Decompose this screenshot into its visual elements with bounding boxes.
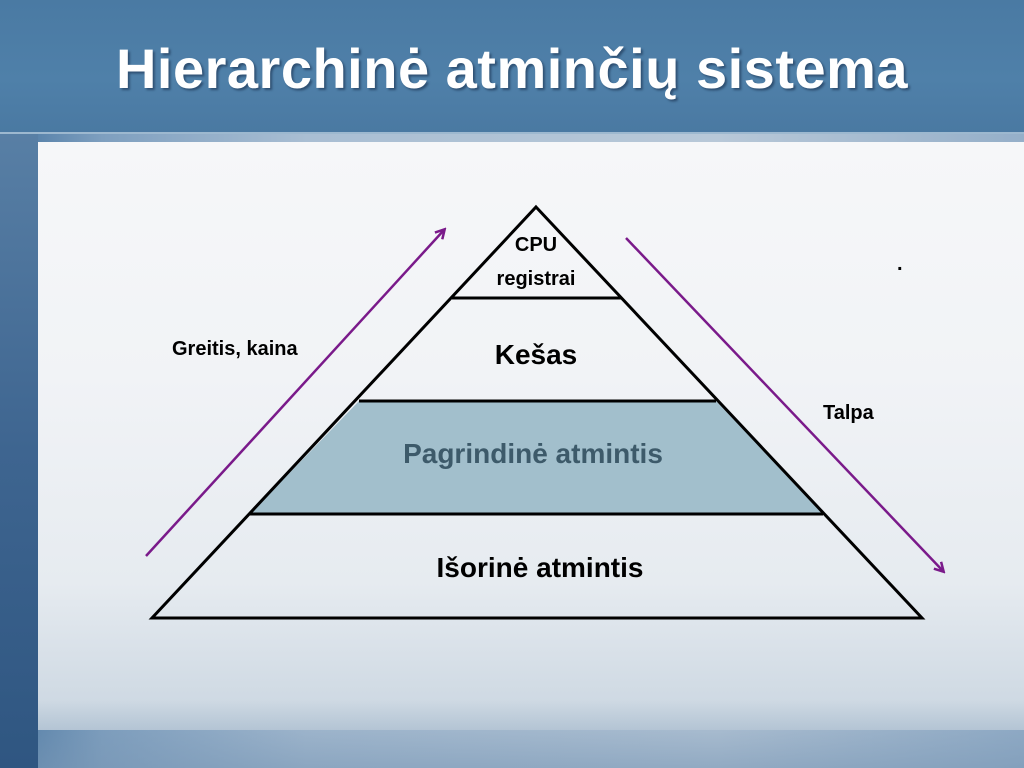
speed-cost-label: Greitis, kaina xyxy=(172,338,298,360)
pyramid-outline xyxy=(148,204,926,620)
level-cpu-line1: CPU xyxy=(514,234,558,256)
panel-shadow xyxy=(38,700,1024,768)
level-external-memory-label: Išorinė atmintis xyxy=(436,552,644,583)
level-cpu-line2: registrai xyxy=(496,268,576,290)
capacity-label: Talpa xyxy=(823,402,874,424)
main-memory-band xyxy=(250,401,823,514)
level-cache-label: Kešas xyxy=(494,339,578,370)
stray-dot: . xyxy=(897,253,903,275)
left-decor-band xyxy=(0,134,38,768)
title-bar xyxy=(0,0,1024,134)
slide-title: Hierarchinė atminčių sistema xyxy=(115,37,909,100)
level-main-memory-label: Pagrindinė atmintis xyxy=(403,438,663,469)
capacity-arrow xyxy=(625,237,943,571)
speed-cost-arrow xyxy=(145,230,444,557)
